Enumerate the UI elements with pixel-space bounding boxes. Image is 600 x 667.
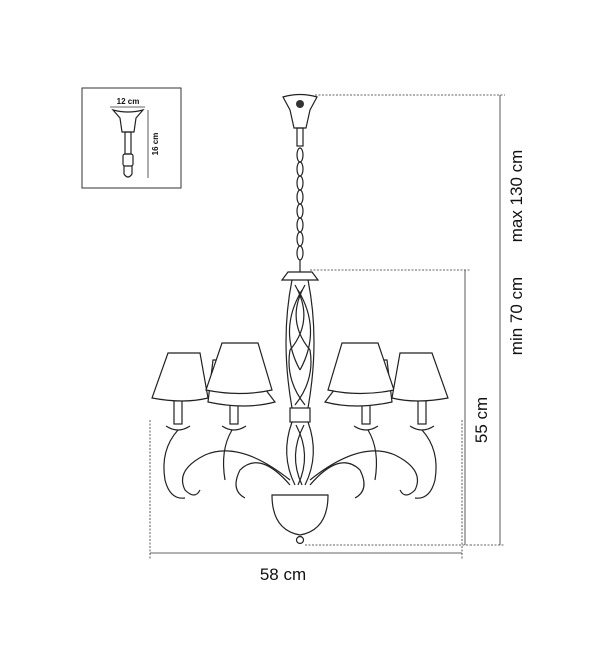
chain bbox=[296, 147, 304, 272]
canopy bbox=[282, 93, 318, 147]
body-height-dimension-label: 55 cm bbox=[472, 397, 491, 443]
central-column bbox=[271, 271, 329, 545]
width-dimension-label: 58 cm bbox=[260, 565, 306, 584]
inset-height-label: 16 cm bbox=[151, 133, 160, 156]
shades bbox=[151, 342, 449, 407]
canopy-inset: 12 cm 16 cm bbox=[81, 87, 182, 189]
min-height-dimension-label: min 70 cm bbox=[507, 277, 526, 355]
inset-width-label: 12 cm bbox=[117, 97, 140, 106]
max-height-dimension-label: max 130 cm bbox=[507, 150, 526, 243]
candles bbox=[165, 397, 435, 431]
arms bbox=[163, 429, 437, 499]
dimension-lines bbox=[149, 94, 505, 560]
